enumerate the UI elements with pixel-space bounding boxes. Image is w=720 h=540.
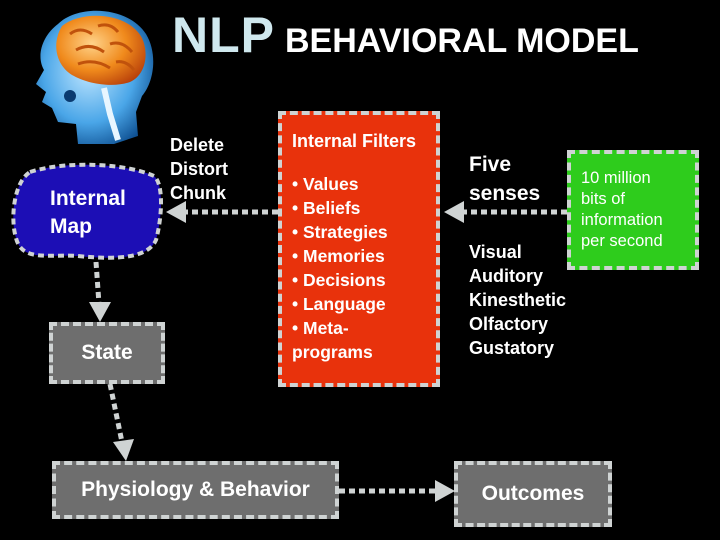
arrow-info-to-filters-head [444, 201, 464, 223]
title-main: BEHAVIORAL MODEL [285, 22, 639, 60]
senses-list: Visual Auditory Kinesthetic Olfactory Gu… [469, 240, 566, 360]
chunk-label: Chunk [170, 183, 226, 203]
filter-operations: Delete Distort Chunk [170, 133, 228, 205]
filter-item-memories: • Memories [292, 246, 385, 266]
internal-map-label-1: Internal [50, 187, 126, 210]
filter-item-language: • Language [292, 294, 386, 314]
arrow-map-to-state-line [93, 261, 102, 305]
arrow-physiology-to-outcomes-head [435, 480, 455, 502]
outcomes-label: Outcomes [481, 482, 585, 505]
information-line-1: 10 million [581, 169, 651, 187]
distort-label: Distort [170, 159, 228, 179]
information-line-4: per second [581, 232, 663, 250]
internal-map-shape [11, 162, 163, 260]
arrow-map-to-state-head [89, 302, 111, 322]
arrow-filters-to-map-head [166, 201, 186, 223]
sense-auditory: Auditory [469, 266, 543, 286]
delete-label: Delete [170, 135, 225, 155]
filter-item-strategies: • Strategies [292, 222, 388, 242]
state-label: State [81, 341, 133, 364]
sense-olfactory: Olfactory [469, 314, 549, 334]
filter-item-values: • Values [292, 174, 359, 194]
internal-map: Internal Map [50, 185, 126, 241]
internal-filters-box: Internal Filters • Values • Beliefs • St… [278, 111, 440, 387]
information-line-2: bits of [581, 190, 626, 208]
physiology-box: Physiology & Behavior [52, 461, 339, 519]
filter-item-meta: • Meta- [292, 318, 349, 338]
information-box: 10 million bits of information per secon… [567, 150, 699, 270]
sense-visual: Visual [469, 242, 522, 262]
filter-item-decisions: • Decisions [292, 270, 386, 290]
diagram-title: NLP BEHAVIORAL MODEL [172, 6, 639, 64]
filter-item-beliefs: • Beliefs [292, 198, 361, 218]
sense-gustatory: Gustatory [469, 338, 555, 358]
title-prefix: NLP [172, 7, 275, 63]
brain-head-icon [36, 10, 154, 144]
state-box: State [49, 322, 165, 384]
internal-filters-title: Internal Filters [292, 131, 417, 151]
five-senses-label-1: Five [469, 153, 512, 176]
arrow-state-to-physiology-head [113, 439, 134, 461]
five-senses-label-2: senses [469, 182, 541, 205]
arrow-state-to-physiology-line [107, 383, 125, 443]
sense-kinesthetic: Kinesthetic [469, 290, 567, 310]
outcomes-box: Outcomes [454, 461, 612, 527]
physiology-label: Physiology & Behavior [81, 478, 310, 501]
five-senses: Five senses [469, 150, 540, 208]
internal-map-label-2: Map [50, 215, 92, 238]
information-line-3: information [581, 211, 663, 229]
filter-item-programs: programs [292, 342, 373, 362]
internal-filters-list: • Values • Beliefs • Strategies • Memori… [292, 172, 426, 364]
